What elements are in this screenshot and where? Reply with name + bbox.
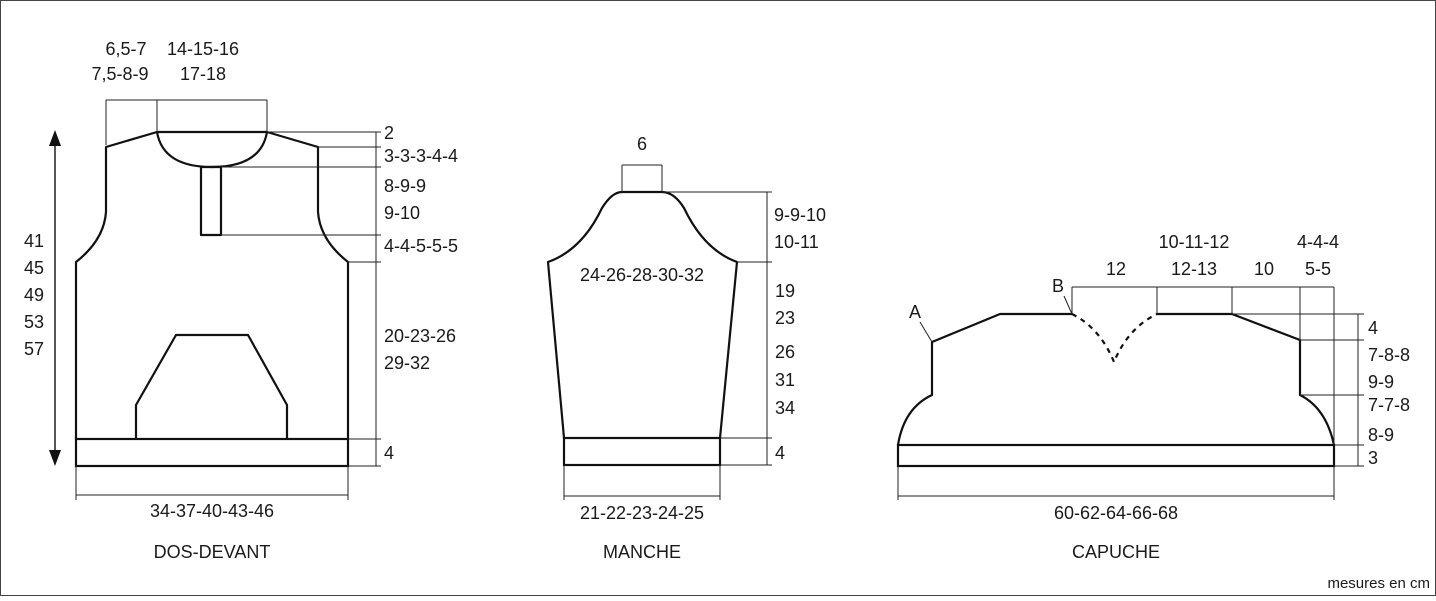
neckline-curve (155, 130, 269, 169)
dim-capuche-right-4: 7-7-8 (1368, 395, 1410, 415)
capuche-outline (896, 312, 1074, 447)
dim-neck-2: 17-18 (180, 64, 226, 84)
capuche-ribbing (896, 443, 1336, 468)
dim-manche-cap-2: 10-11 (774, 232, 819, 252)
dim-right-5: 4-4-5-5-5 (384, 236, 458, 256)
dim-capuche-right-1: 4 (1368, 318, 1378, 338)
dim-shoulder-1: 6,5-7 (105, 39, 146, 59)
dim-manche-length-5: 34 (775, 398, 795, 418)
dim-right-8: 4 (384, 443, 394, 463)
manche-cuff (562, 436, 722, 467)
dim-manche-cap-1: 9-9-10 (774, 205, 826, 225)
dim-right-4: 9-10 (384, 203, 420, 223)
dim-manche-length-1: 19 (775, 281, 795, 301)
dim-capuche-top-1: 12 (1106, 259, 1126, 279)
dim-capuche-top-6: 5-5 (1305, 259, 1331, 279)
dim-manche-length-2: 23 (775, 308, 795, 328)
dim-shoulder-2: 7,5-8-9 (91, 64, 148, 84)
dim-capuche-right-5: 8-9 (1368, 425, 1394, 445)
dim-right-1: 2 (384, 123, 394, 143)
leader-b (1063, 295, 1073, 315)
dim-right-2: 3-3-3-4-4 (384, 146, 458, 166)
dim-total-height-3: 49 (24, 285, 44, 305)
label-a: A (909, 302, 921, 322)
dim-manche-cuff: 4 (775, 443, 785, 463)
dim-total-height-4: 53 (24, 312, 44, 332)
kangaroo-pocket (134, 333, 289, 441)
dim-dos-devant-width: 34-37-40-43-46 (150, 501, 274, 521)
dim-total-height-1: 41 (24, 231, 44, 251)
dos-devant-title: DOS-DEVANT (154, 542, 271, 562)
dos-devant-piece: 6,5-7 7,5-8-9 14-15-16 17-18 41 45 49 53… (24, 39, 458, 562)
dim-capuche-top-3: 12-13 (1171, 259, 1217, 279)
dim-total-height-2: 45 (24, 258, 44, 278)
dim-capuche-right-2: 7-8-8 (1368, 345, 1410, 365)
dim-manche-width: 21-22-23-24-25 (580, 503, 704, 523)
dim-capuche-width: 60-62-64-66-68 (1054, 503, 1178, 523)
dim-total-height-5: 57 (24, 339, 44, 359)
units-note: mesures en cm (1327, 575, 1430, 592)
manche-outline (546, 190, 739, 440)
dim-capuche-top-5: 4-4-4 (1297, 232, 1339, 252)
arrow-down-icon (49, 450, 61, 466)
capuche-outline-right (1155, 312, 1336, 447)
dim-right-6: 20-23-26 (384, 326, 456, 346)
dim-right-7: 29-32 (384, 353, 430, 373)
capuche-piece: A B 12 10-11-12 12-13 10 4-4-4 5-5 4 7-8… (896, 232, 1410, 562)
dim-right-3: 8-9-9 (384, 176, 426, 196)
dos-devant-outline (74, 130, 350, 441)
capuche-title: CAPUCHE (1072, 542, 1160, 562)
placket (199, 165, 223, 237)
dim-manche-length-4: 31 (775, 370, 795, 390)
dim-manche-length-3: 26 (775, 342, 795, 362)
dim-capuche-top-4: 10 (1254, 259, 1274, 279)
dim-capuche-right-3: 9-9 (1368, 372, 1394, 392)
dim-neck-1: 14-15-16 (167, 39, 239, 59)
dim-capuche-right-6: 3 (1368, 448, 1378, 468)
dim-manche-top: 6 (637, 134, 647, 154)
manche-piece: 6 9-9-10 10-11 24-26-28-30-32 19 23 26 3… (546, 134, 826, 562)
manche-title: MANCHE (603, 542, 681, 562)
dos-devant-ribbing (74, 437, 350, 468)
dim-capuche-top-2: 10-11-12 (1159, 232, 1230, 252)
capuche-fold-dashed (1071, 313, 1158, 365)
dim-manche-upper-width: 24-26-28-30-32 (580, 265, 704, 285)
arrow-up-icon (49, 130, 61, 146)
leader-a (919, 321, 933, 343)
label-b: B (1052, 276, 1064, 296)
